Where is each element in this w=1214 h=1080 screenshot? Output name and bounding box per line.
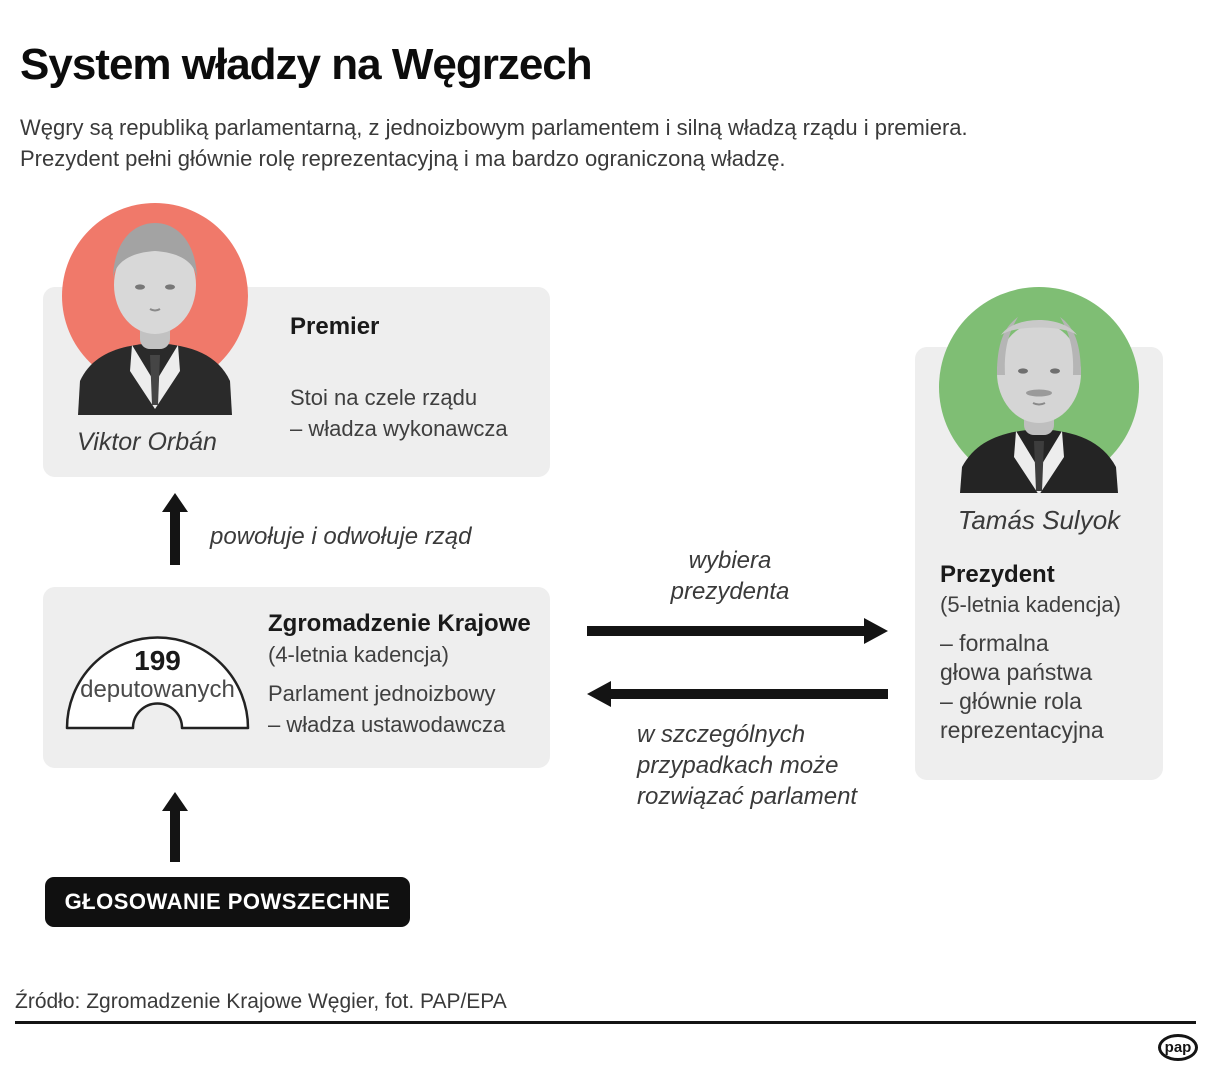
arrow-head-up-icon — [162, 493, 188, 512]
elects-label-line-1: wybiera — [688, 547, 772, 574]
pap-logo-text: pap — [1164, 1039, 1192, 1056]
president-heading: Prezydent — [940, 561, 1055, 588]
premier-heading: Premier — [290, 313, 380, 340]
arrow-head-right-icon — [864, 618, 888, 644]
parliament-hemicycle-icon — [64, 633, 251, 731]
arrow-head-left-icon — [587, 681, 611, 707]
president-portrait-icon — [939, 287, 1139, 493]
premier-portrait-icon — [62, 203, 248, 415]
popular-vote-box: GŁOSOWANIE POWSZECHNE — [45, 877, 410, 927]
arrow-shaft — [609, 689, 888, 699]
seats-count: 199 — [134, 645, 181, 676]
dissolve-parliament-label: w szczególnych przypadkach może rozwiąza… — [637, 719, 857, 812]
appoints-label: powołuje i odwołuje rząd — [210, 523, 472, 550]
arrow-president-to-parliament — [587, 681, 888, 707]
president-description: – formalna głowa państwa – głównie rola … — [940, 629, 1104, 745]
arrow-vote-to-parliament — [162, 792, 188, 862]
premier-description-line-1: Stoi na czele rządu — [290, 385, 478, 410]
footer-divider — [15, 1021, 1196, 1024]
premier-photo-caption: Viktor Orbán — [77, 428, 217, 456]
parliament-seats: 199 deputowanych — [64, 646, 251, 704]
arrow-shaft — [170, 510, 180, 565]
page-title: System władzy na Węgrzech — [20, 40, 593, 89]
president-description-line-4: reprezentacyjna — [940, 717, 1104, 743]
elects-label-line-2: prezydenta — [670, 578, 790, 605]
parliament-description-line-2: – władza ustawodawcza — [268, 712, 506, 737]
parliament-term: (4-letnia kadencja) — [268, 642, 449, 667]
seats-label: deputowanych — [80, 676, 235, 703]
president-portrait-photo — [938, 287, 1140, 493]
dissolve-label-line-1: w szczególnych — [637, 721, 806, 748]
popular-vote-label: GŁOSOWANIE POWSZECHNE — [64, 889, 391, 914]
premier-portrait-photo — [58, 203, 252, 415]
arrow-parliament-to-premier — [162, 493, 188, 565]
elects-president-label: wybiera prezydenta — [630, 545, 830, 607]
premier-description: Stoi na czele rządu – władza wykonawcza — [290, 382, 508, 444]
parliament-description-line-1: Parlament jednoizbowy — [268, 681, 496, 706]
arrow-parliament-to-president — [587, 618, 888, 644]
president-description-line-1: – formalna — [940, 630, 1049, 656]
president-term: (5-letnia kadencja) — [940, 592, 1121, 617]
source-credit: Źródło: Zgromadzenie Krajowe Węgier, fot… — [15, 990, 507, 1013]
page-subtitle: Węgry są republiką parlamentarną, z jedn… — [20, 112, 1140, 174]
parliament-heading: Zgromadzenie Krajowe — [268, 610, 531, 637]
arrow-shaft — [587, 626, 866, 636]
president-photo-caption: Tamás Sulyok — [957, 505, 1121, 535]
dissolve-label-line-2: przypadkach może — [637, 752, 839, 779]
president-description-line-2: głowa państwa — [940, 659, 1093, 685]
pap-logo: pap — [1158, 1034, 1198, 1061]
subtitle-line-1: Węgry są republiką parlamentarną, z jedn… — [20, 115, 968, 140]
dissolve-label-line-3: rozwiązać parlament — [637, 783, 858, 810]
subtitle-line-2: Prezydent pełni głównie rolę reprezentac… — [20, 146, 786, 171]
president-description-line-3: – głównie rola — [940, 688, 1082, 714]
arrow-shaft — [170, 809, 180, 862]
arrow-head-up-icon — [162, 792, 188, 811]
parliament-description: Parlament jednoizbowy – władza ustawodaw… — [268, 678, 505, 740]
premier-description-line-2: – władza wykonawcza — [290, 416, 508, 441]
